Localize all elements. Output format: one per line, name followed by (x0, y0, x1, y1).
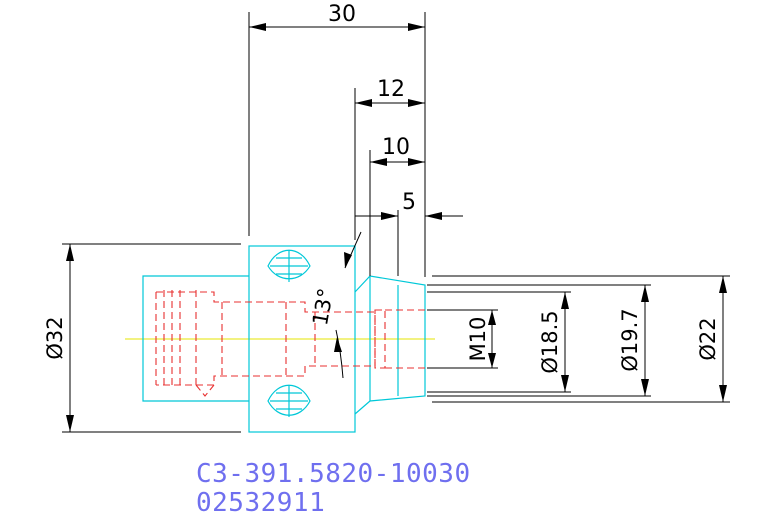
dim-total-length: 30 (328, 2, 356, 27)
part-serial: 02532911 (196, 488, 326, 518)
dim-thread-m10: M10 (466, 317, 490, 362)
dim-length-5: 5 (402, 190, 416, 215)
dim-taper-angle: 13° (308, 286, 338, 327)
part-label: C3-391.5820-10030 02532911 (196, 460, 471, 518)
dim-diameter-22: Ø22 (696, 317, 720, 360)
hidden-bore (155, 290, 425, 397)
dim-diameter-19-7: Ø19.7 (618, 308, 642, 371)
dim-diameter-18-5: Ø18.5 (538, 310, 562, 373)
part-code: C3-391.5820-10030 (196, 459, 471, 489)
dim-length-10: 10 (382, 135, 410, 160)
dim-length-12: 12 (377, 77, 405, 102)
dimension-arrows (66, 23, 727, 432)
dimension-lines (62, 12, 730, 433)
part-outline (142, 245, 426, 433)
dim-diameter-32: Ø32 (43, 316, 67, 359)
